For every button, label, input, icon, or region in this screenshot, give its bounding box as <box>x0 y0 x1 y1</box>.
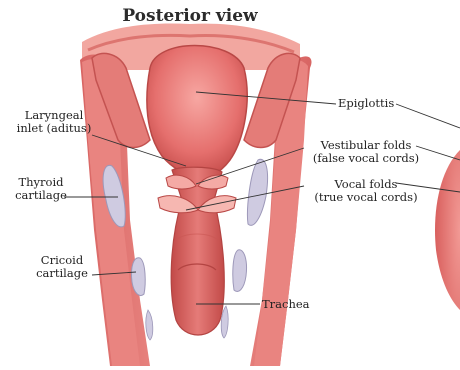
label-cricoid-cartilage: Cricoid cartilage <box>30 254 94 280</box>
inset-view-edge <box>435 150 460 310</box>
laryngeal-lumen <box>171 167 224 335</box>
label-trachea: Trachea <box>262 298 310 311</box>
thyroid-cartilage-right <box>247 159 267 225</box>
label-laryngeal-inlet: Laryngeal inlet (aditus) <box>6 109 102 135</box>
epiglottis <box>147 46 247 177</box>
cricoid-cartilage-right <box>233 250 247 292</box>
label-thyroid-cartilage: Thyroid cartilage <box>10 176 72 202</box>
diagram-title: Posterior view <box>110 6 270 26</box>
label-vestibular-folds: Vestibular folds (false vocal cords) <box>306 139 426 165</box>
label-vocal-folds: Vocal folds (true vocal cords) <box>306 178 426 204</box>
label-epiglottis: Epiglottis <box>338 97 394 110</box>
